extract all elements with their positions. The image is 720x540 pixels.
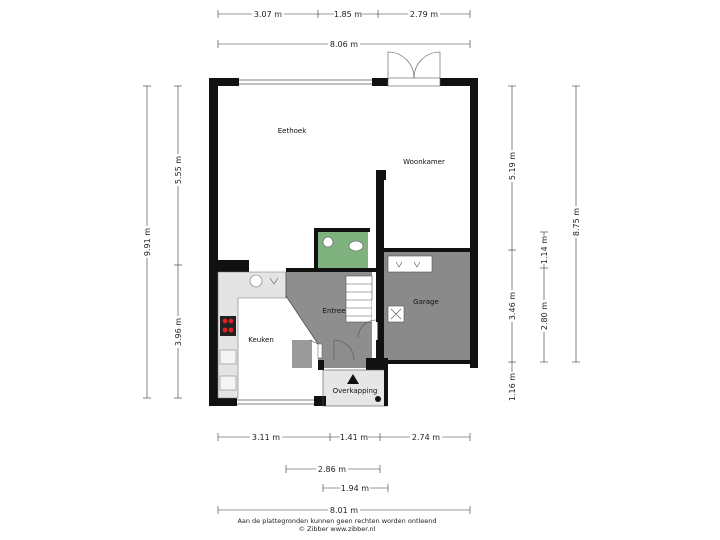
footer-disclaimer: Aan de plattegronden kunnen geen rechten… — [237, 517, 436, 525]
oven-icon — [219, 349, 237, 365]
dim-top-total: 8.06 m — [330, 40, 358, 49]
dim-top-1: 3.07 m — [254, 10, 282, 19]
dim-top-2: 1.85 m — [334, 10, 362, 19]
room-label-keuken: Keuken — [248, 336, 274, 344]
room-label-overkapping: Overkapping — [333, 387, 378, 395]
dim-right-mid: 1.14 m — [540, 236, 549, 264]
walls — [209, 78, 478, 407]
dim-bottom-small: 1.94 m — [341, 484, 369, 493]
top-dimensions: 3.07 m 1.85 m 2.79 m 8.06 m — [217, 8, 471, 50]
staircase — [345, 275, 376, 323]
footer: Aan de plattegronden kunnen geen rechten… — [237, 517, 436, 533]
dim-bottom-1: 3.11 m — [252, 433, 280, 442]
room-label-garage: Garage — [413, 298, 439, 306]
room-label-woonkamer: Woonkamer — [403, 158, 445, 166]
windows — [237, 79, 372, 405]
post-icon — [375, 396, 381, 402]
dim-bottom-3: 2.74 m — [412, 433, 440, 442]
hall-mat — [292, 340, 312, 368]
room-labels: Eethoek Woonkamer Entree Garage Keuken O… — [248, 127, 445, 395]
dim-right-bottom: 1.16 m — [508, 373, 517, 401]
washer-dryer-icon — [387, 255, 433, 273]
dim-top-3: 2.79 m — [410, 10, 438, 19]
dim-bottom-total: 8.01 m — [330, 506, 358, 515]
dim-left-upper: 5.55 m — [174, 156, 183, 184]
footer-copyright: © Zibber www.zibber.nl — [299, 525, 376, 533]
dim-bottom-mid: 2.86 m — [318, 465, 346, 474]
room-label-entree: Entree — [323, 307, 346, 315]
dim-right-upper: 5.19 m — [508, 152, 517, 180]
bottom-dimensions: 3.11 m 1.41 m 2.74 m 2.86 m 1.94 m 8.01 … — [217, 431, 471, 516]
faucet-icon — [269, 277, 279, 285]
doors — [309, 319, 378, 361]
french-doors — [387, 51, 441, 87]
fridge-icon — [219, 375, 237, 391]
left-dimensions: 9.91 m 5.55 m 3.96 m — [141, 85, 184, 399]
dim-left-lower: 3.96 m — [174, 318, 183, 346]
room-label-eethoek: Eethoek — [278, 127, 308, 135]
dim-right-lower: 3.46 m — [508, 292, 517, 320]
toilet-icon — [348, 240, 364, 252]
dim-left-outer: 9.91 m — [143, 228, 152, 256]
kitchen-counter — [217, 271, 287, 399]
entrance-arrow-icon — [347, 374, 359, 384]
right-dimensions: 5.19 m 3.46 m 1.16 m 1.14 m 2.80 m 8.75 … — [506, 85, 582, 402]
garage-fixtures — [387, 255, 433, 323]
dim-bottom-2: 1.41 m — [340, 433, 368, 442]
toilet — [322, 236, 364, 252]
washbasin-icon — [322, 236, 334, 248]
porch-symbols — [347, 374, 381, 402]
dim-right-outer: 8.75 m — [572, 208, 581, 236]
sink-icon — [249, 274, 263, 288]
stove-icon — [220, 316, 236, 336]
dim-right-small: 2.80 m — [540, 302, 549, 330]
